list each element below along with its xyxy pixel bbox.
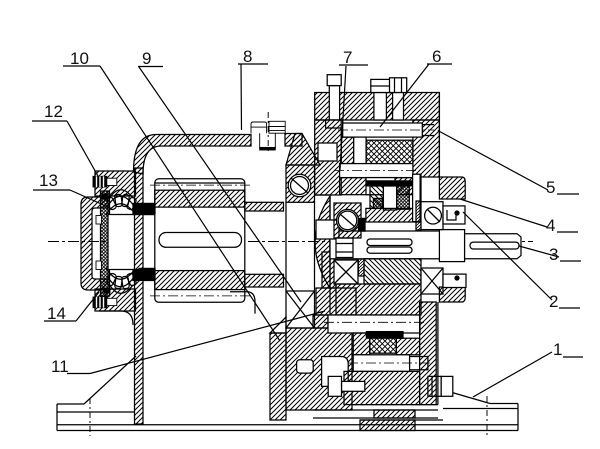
svg-text:3: 3 [549,245,558,264]
svg-text:1: 1 [553,340,562,359]
svg-text:14: 14 [47,304,66,323]
svg-text:4: 4 [546,216,555,235]
svg-text:12: 12 [44,102,63,121]
svg-text:6: 6 [432,47,441,66]
svg-text:8: 8 [243,47,252,66]
svg-text:2: 2 [549,292,558,311]
svg-text:7: 7 [343,48,352,67]
svg-text:9: 9 [142,49,151,68]
svg-text:10: 10 [70,49,89,68]
svg-text:5: 5 [546,178,555,197]
svg-text:11: 11 [51,357,69,376]
svg-text:13: 13 [39,171,58,190]
